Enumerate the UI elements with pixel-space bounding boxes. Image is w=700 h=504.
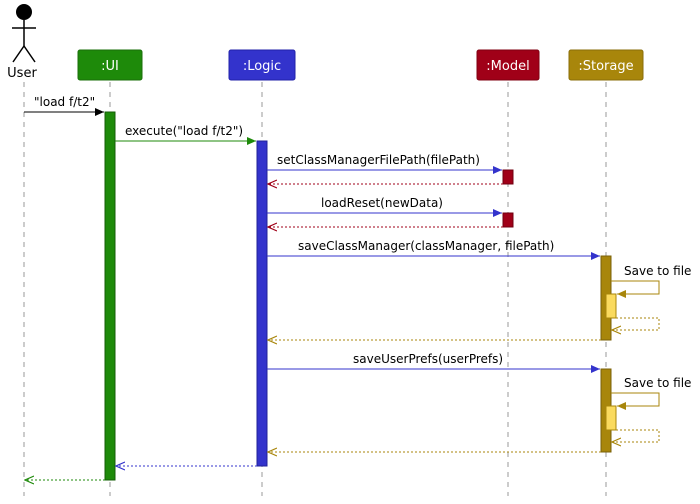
message-label: setClassManagerFilePath(filePath) (277, 153, 480, 167)
activation-model-1 (502, 169, 514, 185)
participant-logic: :Logic (228, 49, 296, 81)
actor-user: User (7, 4, 37, 81)
participant-label: :Storage (578, 59, 633, 74)
activation-ui (104, 111, 116, 481)
self-call-arrow (611, 392, 660, 410)
participant-box (476, 49, 540, 81)
self-return-arrow (612, 429, 660, 442)
actor-leg-right (23, 45, 36, 63)
participant-label: :UI (101, 59, 119, 74)
participant-label: :Logic (243, 59, 281, 74)
message-label: loadReset(newData) (321, 196, 443, 210)
actor-leg-left (12, 45, 25, 63)
participant-ui: :UI (77, 49, 143, 81)
participant-box (228, 49, 296, 81)
messages: "load f/t2" execute("load f/t2") setClas… (24, 95, 691, 480)
participant-model: :Model (476, 49, 540, 81)
activation-storage-2-nested (605, 405, 617, 431)
activation-model-2 (502, 212, 514, 228)
activations (104, 111, 617, 481)
actor-label: User (7, 66, 37, 81)
message-label: saveUserPrefs(userPrefs) (353, 352, 503, 366)
message-label: "load f/t2" (34, 95, 95, 109)
actor-head (16, 4, 32, 20)
participant-storage: :Storage (568, 49, 644, 81)
participant-box (568, 49, 644, 81)
participant-box (77, 49, 143, 81)
self-call-arrow (611, 280, 660, 298)
self-return-arrow (612, 317, 660, 330)
message-label: saveClassManager(classManager, filePath) (298, 239, 554, 253)
message-label: execute("load f/t2") (125, 124, 243, 138)
activation-logic (256, 140, 268, 467)
activation-storage-1-nested (605, 293, 617, 319)
message-label: Save to file (624, 376, 691, 390)
message-label: Save to file (624, 264, 691, 278)
participant-label: :Model (486, 59, 529, 74)
